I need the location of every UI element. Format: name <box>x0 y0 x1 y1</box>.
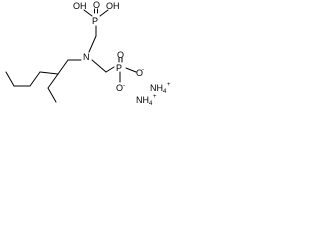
bond-ch2-ch <box>57 59 69 75</box>
bond-p-right-o-minus <box>125 67 137 73</box>
chemical-structure-canvas: O OH OH P N P O O - O - NH 4 + NH 4 + <box>0 0 176 114</box>
bonds <box>5 8 137 103</box>
atom-p-top: P <box>92 16 98 26</box>
atom-o-minus-bottom: O <box>116 83 123 93</box>
ammonium-lower-charge: + <box>153 94 157 100</box>
atom-oh-right: OH <box>106 1 120 11</box>
bond-ch-butyl-1 <box>39 71 59 75</box>
bond-n-ch2-right <box>91 59 107 73</box>
molecule-drawing: O OH OH P N P O O - O - NH 4 + NH 4 + <box>5 0 171 107</box>
charge-o-minus-right: - <box>142 67 144 73</box>
atom-o-minus-right: O <box>136 68 143 78</box>
ammonium-lower-subscript: 4 <box>149 101 153 107</box>
ammonium-upper-subscript: 4 <box>163 89 167 95</box>
ammonium-lower: NH <box>136 95 149 105</box>
atom-n: N <box>83 52 90 62</box>
bond-butyl-4 <box>5 71 15 87</box>
atom-o-top-double: O <box>93 0 100 10</box>
bond-p-oh-left <box>83 9 93 17</box>
atom-p-right: P <box>116 63 122 73</box>
bond-ch2-p-right <box>105 66 115 73</box>
ammonium-upper: NH <box>150 83 163 93</box>
bond-ch2-n <box>88 35 97 53</box>
bond-ch-ethyl-1 <box>47 73 59 89</box>
atom-labels: O OH OH P N P O O - O - NH 4 + NH 4 + <box>73 0 171 107</box>
atom-oh-left: OH <box>73 1 87 11</box>
bond-butyl-2 <box>29 71 41 87</box>
ammonium-upper-charge: + <box>167 82 171 88</box>
charge-o-minus-bottom: - <box>123 83 125 89</box>
bond-ch-ethyl-2 <box>47 87 57 103</box>
bond-p-oh-right <box>99 9 109 17</box>
atom-o-double-right: O <box>117 50 124 60</box>
